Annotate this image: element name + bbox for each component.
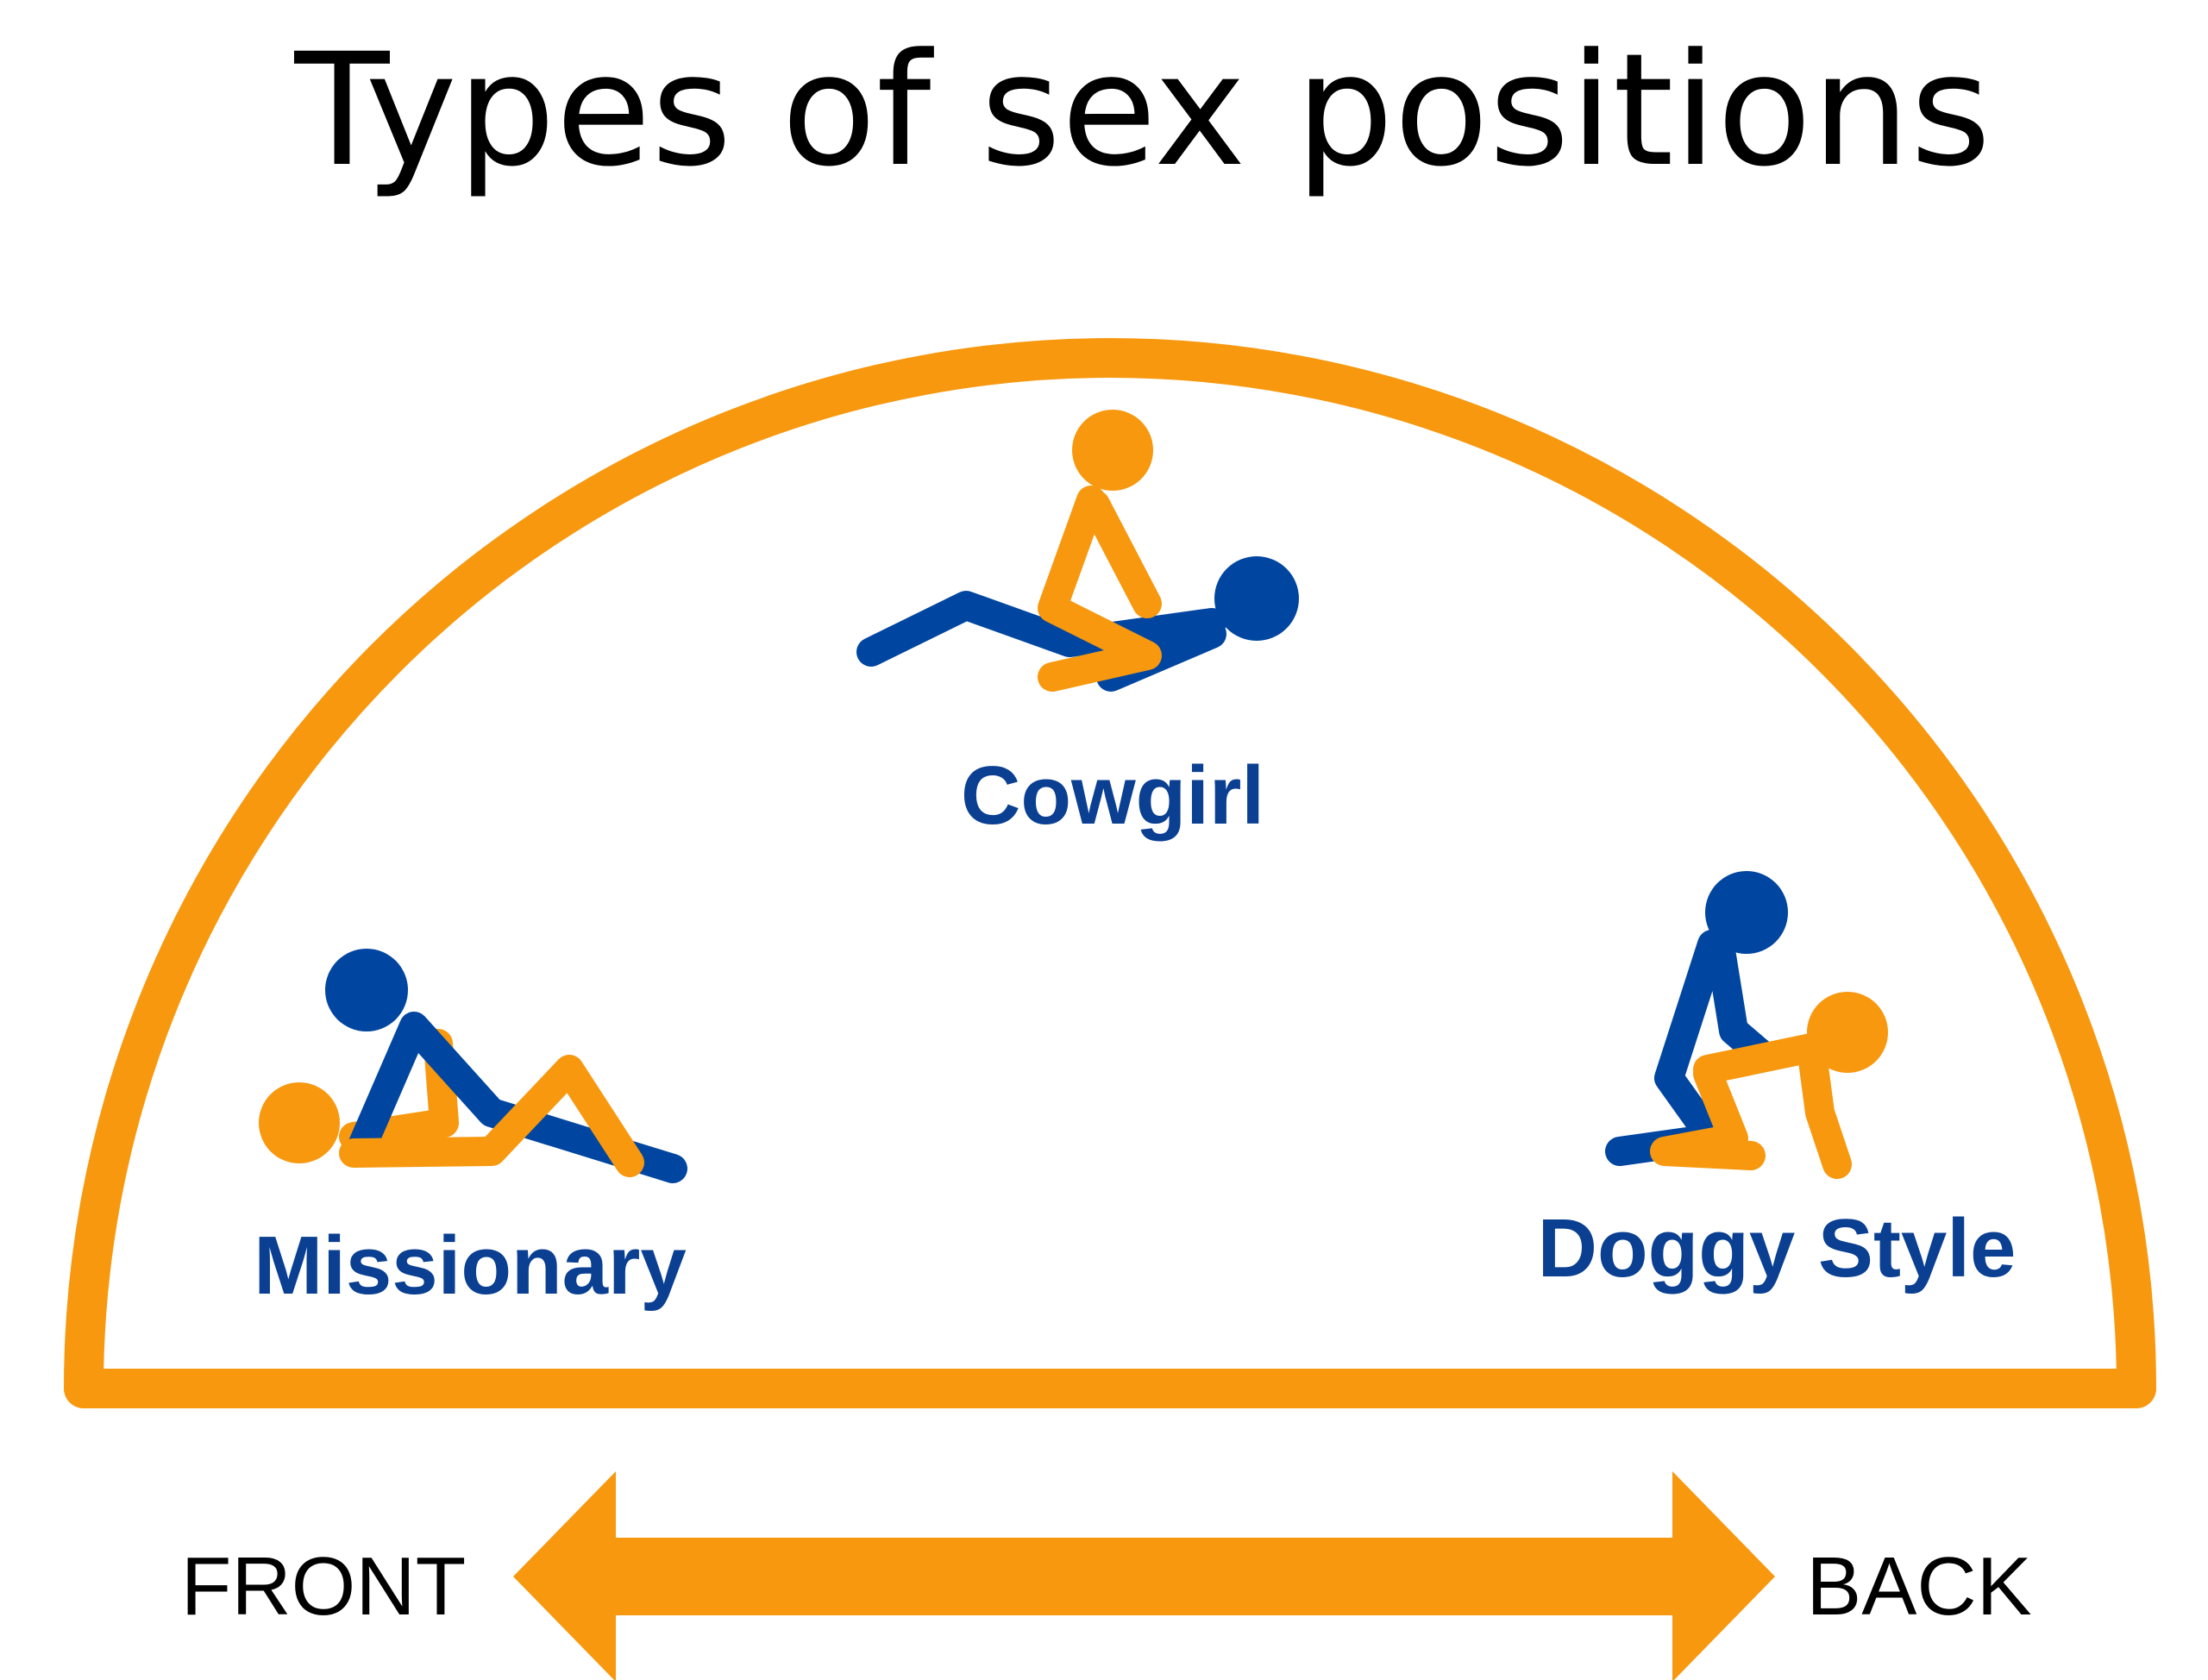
label-doggy-style: Doggy Style [1538,1202,2017,1294]
label-missionary: Missionary [254,1219,687,1312]
doggy-style-figure-icon [1605,871,1888,1179]
cowgirl-figure-icon [856,410,1299,692]
page-title: Types of sex positions [294,21,1992,201]
double-headed-arrow-icon [513,1471,1775,1680]
missionary-figure-icon [259,949,687,1183]
label-back: BACK [1806,1540,2031,1633]
label-cowgirl: Cowgirl [961,749,1264,842]
label-front: FRONT [181,1540,467,1633]
